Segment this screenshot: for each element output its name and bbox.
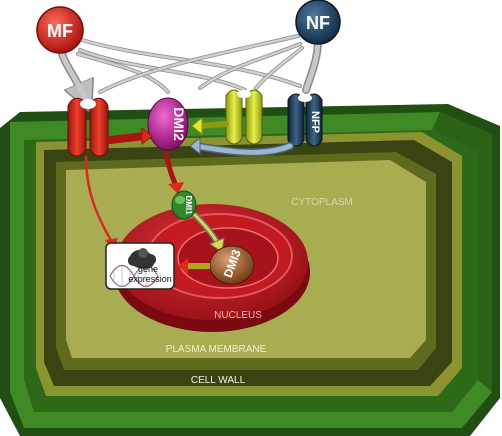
- yellow-receptor: [225, 89, 263, 145]
- gene-expression-line2: expression: [128, 274, 172, 284]
- dmi3-protein: DMI3: [209, 245, 255, 285]
- mf-label: MF: [47, 21, 73, 41]
- plasma-membrane-label: PLASMA MEMBRANE: [166, 344, 267, 355]
- nf-signal: NF: [295, 0, 341, 45]
- mf-signal-arrows: [56, 38, 302, 98]
- gene-expression-box: gene expression: [105, 242, 175, 290]
- dmi2-protein: DMI2: [147, 97, 189, 151]
- dna-helix-icon: [109, 264, 159, 288]
- dmi1-label: DMI1: [184, 195, 193, 215]
- nfp-receptor: NFP: [287, 93, 323, 147]
- nucleus-label: NUCLEUS: [214, 310, 262, 321]
- dmi2-to-dmi1-arrow: [163, 151, 184, 194]
- gene-expression-line1: gene: [138, 264, 158, 274]
- dmi3-to-gene-arrow: [178, 258, 210, 274]
- cytoplasm-label: CYTOPLASM: [291, 197, 353, 208]
- nfp-label: NFP: [309, 111, 321, 133]
- cell-wall-label: CELL WALL: [191, 375, 246, 386]
- dmi2-label: DMI2: [171, 107, 187, 141]
- mf-receptor: [67, 97, 109, 157]
- membrane-arrows: [106, 116, 294, 157]
- polymerase-icon: [127, 248, 157, 269]
- nf-label: NF: [306, 13, 330, 33]
- dmi1-protein: DMI1: [171, 190, 197, 220]
- mf-signal: MF: [36, 6, 84, 54]
